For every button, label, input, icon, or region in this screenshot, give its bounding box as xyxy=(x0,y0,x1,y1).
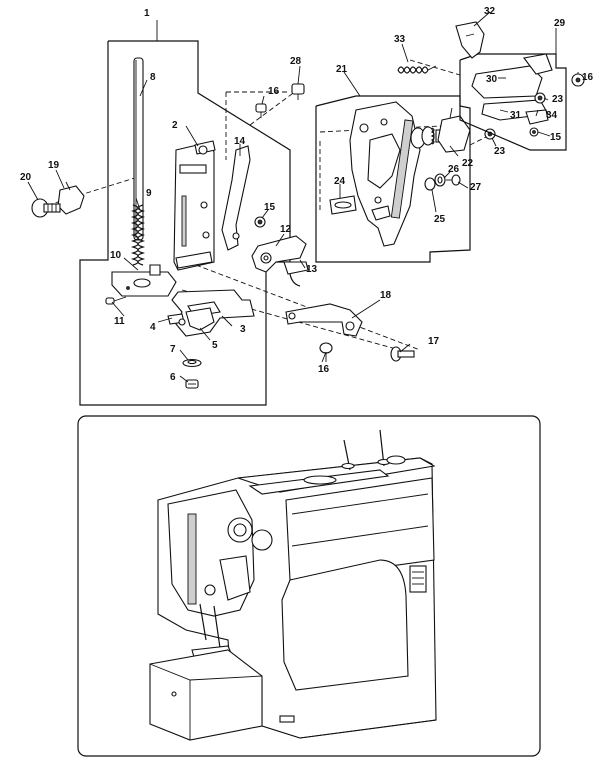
callout-32: 32 xyxy=(484,6,496,17)
callout-21: 21 xyxy=(336,64,348,75)
plate-30-part xyxy=(471,53,553,99)
callout-24: 24 xyxy=(334,176,346,187)
lever-14-part xyxy=(221,145,251,251)
presser-bar-part xyxy=(133,57,144,241)
screw-15-part xyxy=(254,216,266,228)
presser-spring-part xyxy=(130,204,146,266)
callout-16-bottom: 16 xyxy=(318,364,330,375)
callout-26: 26 xyxy=(448,164,460,175)
callout-23-lower: 23 xyxy=(494,146,506,157)
callout-28: 28 xyxy=(290,56,302,67)
callout-25: 25 xyxy=(434,214,446,225)
screw-11-part xyxy=(105,296,127,305)
screw-16-part-mid xyxy=(255,103,267,118)
callout-27: 27 xyxy=(470,182,482,193)
plate-22-part xyxy=(437,107,471,153)
callout-30: 30 xyxy=(486,74,498,85)
part-34 xyxy=(525,109,549,125)
screw-27-part xyxy=(446,174,461,186)
callout-34: 34 xyxy=(546,110,558,121)
presser-lifter-part xyxy=(251,235,309,287)
assembly-group-21-outline xyxy=(315,95,471,263)
callout-7: 7 xyxy=(170,344,176,355)
thumb-screw-20-part xyxy=(31,198,61,218)
screw-28-part xyxy=(291,83,305,100)
presser-foot-plate-part xyxy=(167,289,255,337)
callout-23-upper: 23 xyxy=(552,94,564,105)
callout-29: 29 xyxy=(554,18,566,29)
callout-20: 20 xyxy=(20,172,32,183)
callout-19: 19 xyxy=(48,160,60,171)
callout-15-right: 15 xyxy=(550,132,562,143)
washer-7-part xyxy=(182,358,202,368)
callout-17: 17 xyxy=(428,336,440,347)
screw-23-part-upper xyxy=(534,92,546,104)
machine-overview-frame xyxy=(77,415,541,757)
face-plate-part xyxy=(349,101,421,247)
bracket-32-part xyxy=(455,21,485,59)
assembly-group-29-outline xyxy=(459,53,567,151)
spring-33-part xyxy=(397,65,437,74)
screw-17-part xyxy=(390,346,415,362)
callout-1: 1 xyxy=(144,8,150,19)
needle-bar-frame-part xyxy=(173,140,216,271)
screw-6-part xyxy=(185,379,199,389)
washer-26-part xyxy=(434,173,446,187)
callout-8: 8 xyxy=(150,72,156,83)
washer-25-part xyxy=(424,177,436,191)
callout-9: 9 xyxy=(146,188,152,199)
callout-16-top: 16 xyxy=(268,86,280,97)
callout-10: 10 xyxy=(110,250,122,261)
callout-16-right: 16 xyxy=(582,72,594,83)
callout-22: 22 xyxy=(462,158,474,169)
callout-13: 13 xyxy=(306,264,318,275)
callout-2: 2 xyxy=(172,120,178,131)
callout-15-left: 15 xyxy=(264,202,276,213)
callout-4: 4 xyxy=(150,322,156,333)
screw-15-part-right xyxy=(529,127,539,137)
plate-24-part xyxy=(329,195,357,215)
sewing-machine-illustration xyxy=(149,429,437,741)
callout-11: 11 xyxy=(114,316,125,327)
screw-16-part-right xyxy=(571,73,585,87)
callout-18: 18 xyxy=(380,290,392,301)
callout-31: 31 xyxy=(510,110,522,121)
callout-leaders xyxy=(27,11,579,383)
callout-33: 33 xyxy=(394,34,406,45)
callout-3: 3 xyxy=(240,324,246,335)
callout-12: 12 xyxy=(280,224,292,235)
presser-bar-guide-part xyxy=(111,264,177,297)
clamp-19-part xyxy=(57,181,85,215)
callout-5: 5 xyxy=(212,340,218,351)
bracket-18-part xyxy=(285,303,363,337)
screw-16-part-left xyxy=(319,342,333,363)
callout-labels: 1 2 3 4 5 6 7 8 9 10 11 12 13 14 15 15 1… xyxy=(20,6,594,383)
callout-14: 14 xyxy=(234,136,246,147)
callout-6: 6 xyxy=(170,372,176,383)
